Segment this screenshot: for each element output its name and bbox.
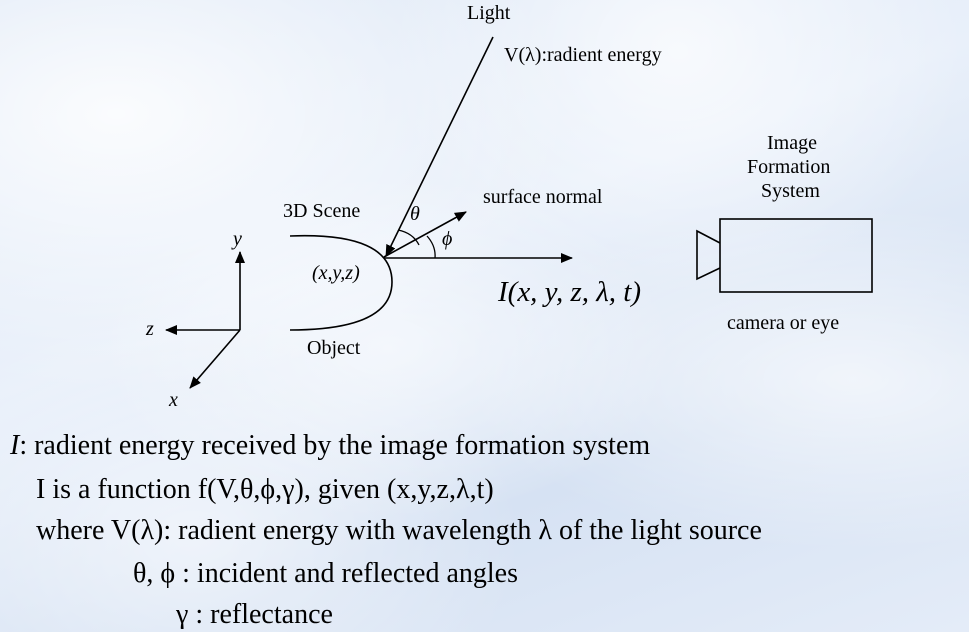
camera-title-line1: Image (767, 132, 817, 154)
definition-line-3: where V(λ): radient energy with waveleng… (36, 515, 762, 546)
light-ray (385, 36, 494, 257)
y-axis-label: y (233, 228, 242, 250)
light-label: Light (467, 2, 511, 24)
intensity-symbol: I (10, 430, 20, 461)
surface-normal-label: surface normal (483, 186, 603, 208)
camera-caption: camera or eye (727, 312, 840, 334)
theta-arc (397, 229, 420, 246)
camera-title-line2: Formation (747, 156, 831, 178)
definition-line-4: θ, ϕ : incident and reflected angles (133, 558, 518, 589)
definition-line-2: I is a function f(V,θ,ϕ,γ), given (x,y,z… (36, 474, 494, 505)
phi-arc (426, 235, 436, 259)
theta-label: θ (410, 203, 420, 225)
object-label: Object (307, 337, 361, 359)
z-axis-label: z (146, 318, 154, 340)
camera-body (719, 218, 873, 293)
object-curve (289, 234, 393, 331)
surface-normal-arrow (383, 211, 467, 258)
scene-label: 3D Scene (283, 200, 361, 222)
phi-label: ϕ (442, 228, 453, 250)
definition-line-1-text: : radient energy received by the image f… (19, 430, 651, 461)
x-axis-arrow (189, 329, 241, 389)
point-label: (x,y,z) (312, 262, 360, 284)
x-axis-label: x (169, 389, 178, 411)
definition-line-1: I: radient energy received by the image … (10, 432, 650, 460)
camera-lens (696, 229, 721, 281)
definition-line-5: γ : reflectance (176, 599, 333, 630)
intensity-function-label: I(x, y, z, λ, t) (498, 276, 642, 308)
camera-title-line3: System (761, 180, 820, 202)
radiant-energy-label: V(λ):radient energy (504, 44, 662, 66)
